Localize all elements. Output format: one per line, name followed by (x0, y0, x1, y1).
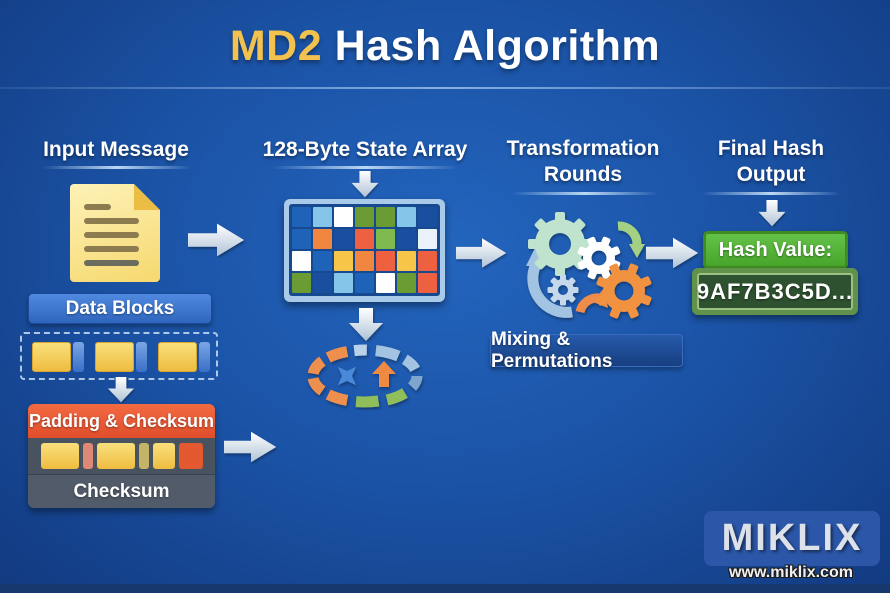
padding-segment (152, 443, 175, 469)
data-block-tab (199, 342, 210, 372)
padding-segment (138, 443, 149, 469)
padding-segment (178, 443, 203, 469)
state-cell (355, 251, 374, 271)
document-icon (70, 184, 160, 282)
title-divider (0, 87, 890, 89)
underline-input (42, 166, 192, 169)
state-cell (397, 251, 416, 271)
checksum-label: Checksum (28, 474, 215, 508)
state-cell (397, 229, 416, 249)
state-cell (313, 251, 332, 271)
state-cell (376, 251, 395, 271)
state-cell (292, 251, 311, 271)
data-block-tab (136, 342, 147, 372)
shuffle-star-icon (337, 366, 357, 386)
title-rest: Hash Algorithm (322, 22, 661, 70)
data-block-body (158, 342, 197, 372)
state-cell (355, 207, 374, 227)
heading-transformation-rounds: Transformation Rounds (498, 136, 668, 188)
state-cell (334, 207, 353, 227)
padding-blocks-row (28, 438, 215, 474)
state-cell (376, 229, 395, 249)
data-block (158, 342, 210, 372)
heading-transformation-line1: Transformation (506, 137, 660, 160)
heading-state-array: 128-Byte State Array (262, 138, 468, 161)
data-block (32, 342, 84, 372)
data-block-tab (73, 342, 84, 372)
padding-checksum-header: Padding & Checksum (28, 404, 215, 438)
brand-url: www.miklix.com (729, 564, 853, 581)
flow-arrow-right-2 (224, 431, 277, 463)
underline-output (702, 192, 840, 195)
hash-value-box: 9AF7B3C5D... (692, 268, 858, 315)
hash-value-label: Hash Value: (703, 231, 848, 269)
page-title: MD2 Hash Algorithm (0, 22, 890, 71)
state-cell (292, 207, 311, 227)
state-cell (313, 273, 332, 293)
mixing-permutations-label: Mixing & Permutations (490, 329, 683, 372)
heading-input-message: Input Message (43, 138, 189, 161)
data-block (95, 342, 147, 372)
state-cell (418, 229, 437, 249)
heading-transformation-line2: Rounds (543, 163, 623, 186)
data-blocks-container (20, 332, 218, 380)
state-cell (418, 207, 437, 227)
flow-arrow-right-4 (646, 237, 699, 269)
data-block-body (32, 342, 71, 372)
underline-transform (512, 192, 658, 195)
state-cell (355, 273, 374, 293)
state-cell (292, 229, 311, 249)
heading-output-line2: Output (736, 163, 806, 186)
gears-icon (526, 212, 652, 319)
state-cell (334, 273, 353, 293)
state-cell (334, 251, 353, 271)
state-cell (292, 273, 311, 293)
state-cell (418, 251, 437, 271)
flow-arrow-down-cycle (349, 308, 383, 341)
heading-output-line1: Final Hash (717, 137, 825, 160)
brand-logo: MIKLIX (721, 517, 863, 559)
brand-panel: MIKLIX (704, 511, 880, 566)
state-cell (313, 207, 332, 227)
underline-state (272, 166, 458, 169)
state-cell (397, 273, 416, 293)
flow-arrow-right-1 (188, 223, 245, 257)
permutation-cycle-diagram (307, 344, 423, 408)
padding-segment (82, 443, 93, 469)
title-highlight: MD2 (229, 22, 323, 70)
state-cell (334, 229, 353, 249)
up-arrow-icon (372, 361, 396, 387)
state-cell (313, 229, 332, 249)
flow-arrow-down-output (758, 200, 786, 227)
flow-arrow-down-padding (108, 377, 134, 403)
hash-value-text: 9AF7B3C5D... (697, 273, 853, 310)
flow-arrow-down-state (351, 171, 379, 198)
document-fold-corner (134, 184, 160, 210)
state-cell (418, 273, 437, 293)
bottom-strip (0, 584, 890, 593)
padding-segment (96, 443, 135, 469)
state-cell (376, 207, 395, 227)
data-blocks-label: Data Blocks (28, 293, 212, 324)
padding-segment (40, 443, 79, 469)
state-array-grid (289, 204, 440, 296)
data-block-body (95, 342, 134, 372)
heading-final-hash-output: Final Hash Output (696, 136, 846, 188)
state-cell (376, 273, 395, 293)
state-array-frame (284, 199, 445, 302)
state-cell (355, 229, 374, 249)
flow-arrow-right-3 (456, 238, 507, 268)
padding-checksum-box: Padding & Checksum Checksum (28, 404, 215, 508)
state-cell (397, 207, 416, 227)
